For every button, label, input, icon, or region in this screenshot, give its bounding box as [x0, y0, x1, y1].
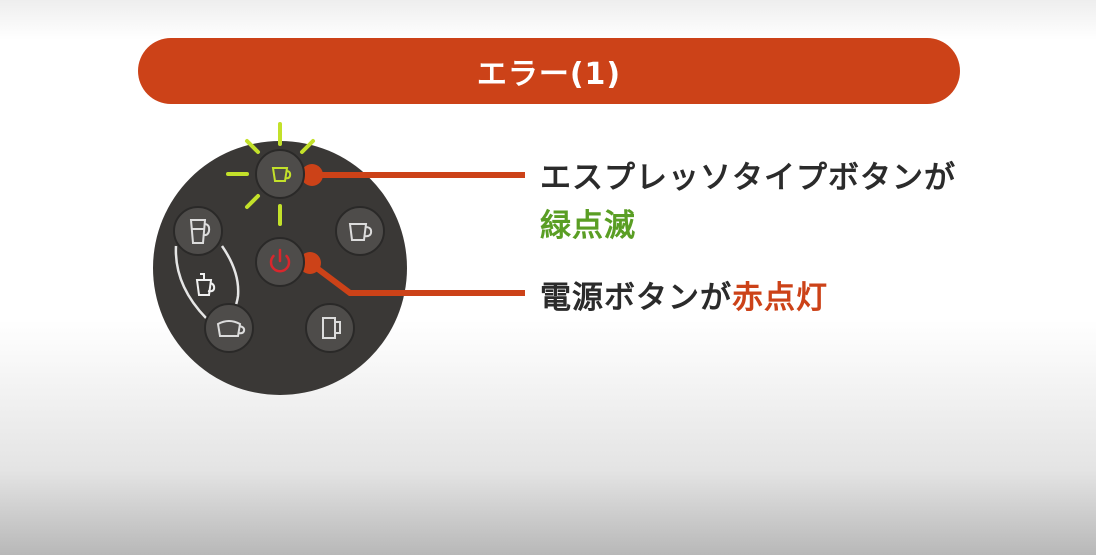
connector-espresso	[301, 164, 525, 186]
power-button[interactable]	[255, 237, 305, 287]
espresso-cup-icon	[271, 167, 292, 182]
milk-pitcher-icon	[195, 273, 216, 296]
cappuccino-button[interactable]	[204, 303, 254, 353]
espresso-button[interactable]	[255, 149, 305, 199]
espresso-status-text: 緑点滅	[540, 208, 636, 244]
espresso-label: エスプレッソタイプボタンが	[540, 152, 956, 197]
power-label: 電源ボタンが赤点灯	[540, 272, 828, 317]
latte-button[interactable]	[173, 206, 223, 256]
blink-rays	[226, 122, 315, 226]
cappuccino-cup-icon	[216, 320, 246, 337]
power-label-text: 電源ボタンが	[540, 280, 732, 316]
espresso-label-text: エスプレッソタイプボタンが	[540, 160, 956, 196]
banner-title: エラー(1)	[476, 57, 622, 92]
espresso-status-label: 緑点滅	[540, 200, 636, 245]
coffee-button[interactable]	[335, 206, 385, 256]
mug-button[interactable]	[305, 303, 355, 353]
title-banner: エラー(1)	[138, 38, 960, 104]
power-status-text: 赤点灯	[732, 280, 828, 316]
mug-icon	[322, 317, 341, 339]
power-icon	[269, 248, 291, 273]
latte-glass-icon	[189, 219, 211, 244]
milk-arc-outer	[174, 245, 207, 319]
coffee-cup-icon	[348, 223, 373, 241]
